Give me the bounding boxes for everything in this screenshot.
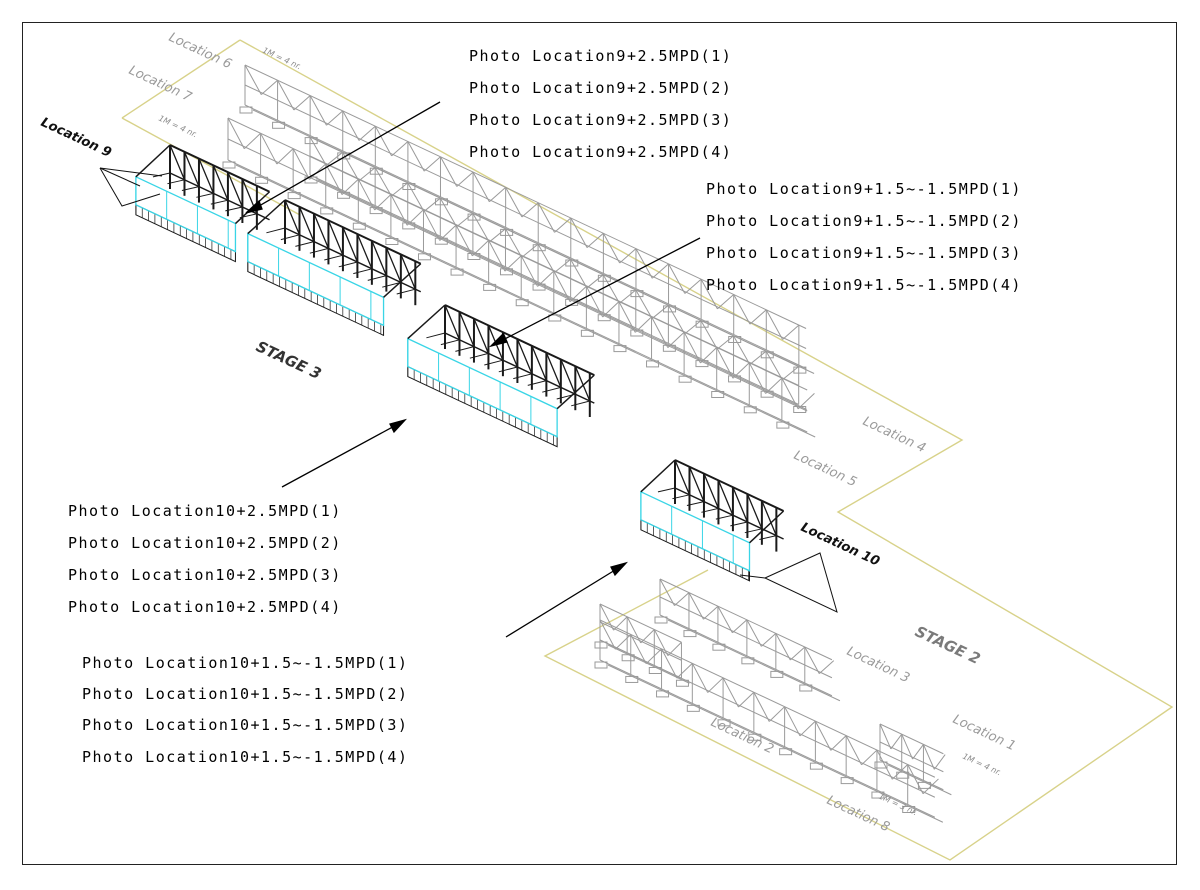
- label-stage-3: STAGE 3: [253, 337, 324, 383]
- label-stage-2: STAGE 2: [912, 622, 983, 668]
- scale-note-2: 1M = 4 nr.: [157, 114, 199, 140]
- gray-wall-location-8: [874, 723, 952, 796]
- callout-9-mid-3: Photo Location9+1.5~-1.5MPD(3): [706, 244, 1022, 262]
- label-location-2: Location 2: [708, 715, 776, 757]
- frame-location-9-b: [247, 199, 422, 337]
- callout-9-top-2: Photo Location9+2.5MPD(2): [469, 79, 732, 97]
- scale-note-4: 1M = 3 nr.: [877, 792, 919, 818]
- arrowhead-10-top: [389, 418, 407, 434]
- gray-wall-location-3: [654, 578, 841, 702]
- label-location-4: Location 4: [860, 414, 928, 456]
- location10-pointers: [739, 552, 838, 613]
- callout-10-top-4: Photo Location10+2.5MPD(4): [68, 598, 342, 616]
- location9-pointers: [99, 167, 163, 207]
- frame-location-10: [640, 459, 785, 582]
- callout-9-mid-2: Photo Location9+1.5~-1.5MPD(2): [706, 212, 1022, 230]
- callout-group-9-top: Photo Location9+2.5MPD(1) Photo Location…: [469, 47, 732, 161]
- gray-wall-location-1: [594, 619, 944, 823]
- gray-structure-upper: [222, 64, 816, 438]
- frame-location-9-c: [407, 304, 595, 448]
- frame-location-9-a: [135, 144, 271, 263]
- gray-wall-location-2: [594, 603, 690, 687]
- label-location-9: Location 9: [38, 115, 113, 161]
- callout-10-mid-1: Photo Location10+1.5~-1.5MPD(1): [82, 654, 408, 672]
- arrowhead-9-top: [245, 199, 263, 214]
- callout-10-mid-2: Photo Location10+1.5~-1.5MPD(2): [82, 685, 408, 703]
- label-location-3: Location 3: [844, 644, 912, 686]
- leader-9-mid: [496, 237, 701, 344]
- label-location-5: Location 5: [791, 448, 859, 490]
- callout-10-top-3: Photo Location10+2.5MPD(3): [68, 566, 342, 584]
- callout-9-mid-4: Photo Location9+1.5~-1.5MPD(4): [706, 276, 1022, 294]
- label-location-10: Location 10: [798, 520, 882, 570]
- scale-note-3: 1M = 4 nr.: [961, 752, 1003, 778]
- dark-frames: [135, 144, 785, 582]
- callout-10-top-1: Photo Location10+2.5MPD(1): [68, 502, 342, 520]
- label-location-1: Location 1: [950, 712, 1018, 754]
- callout-group-9-mid: Photo Location9+1.5~-1.5MPD(1) Photo Loc…: [706, 180, 1022, 294]
- scale-note-1: 1M = 4 nr.: [261, 46, 303, 72]
- leader-9-top: [251, 101, 441, 211]
- callout-9-mid-1: Photo Location9+1.5~-1.5MPD(1): [706, 180, 1022, 198]
- callout-9-top-4: Photo Location9+2.5MPD(4): [469, 143, 732, 161]
- callout-10-mid-4: Photo Location10+1.5~-1.5MPD(4): [82, 748, 408, 766]
- gray-wall-inner: [304, 136, 807, 413]
- leader-arrows: [245, 101, 701, 638]
- callout-group-10-top: Photo Location10+2.5MPD(1) Photo Locatio…: [68, 502, 342, 616]
- gray-structure-lower: [594, 578, 952, 823]
- callout-10-mid-3: Photo Location10+1.5~-1.5MPD(3): [82, 716, 408, 734]
- callout-10-top-2: Photo Location10+2.5MPD(2): [68, 534, 342, 552]
- callout-group-10-mid: Photo Location10+1.5~-1.5MPD(1) Photo Lo…: [82, 654, 408, 766]
- callout-9-top-3: Photo Location9+2.5MPD(3): [469, 111, 732, 129]
- callout-9-top-1: Photo Location9+2.5MPD(1): [469, 47, 732, 65]
- arrowhead-10-mid: [610, 561, 628, 577]
- leader-10-top: [281, 422, 401, 488]
- drawing-frame: [22, 22, 1177, 865]
- leader-10-mid: [505, 566, 621, 638]
- arrowhead-9-mid: [488, 332, 508, 348]
- label-location-7: Location 7: [126, 63, 194, 105]
